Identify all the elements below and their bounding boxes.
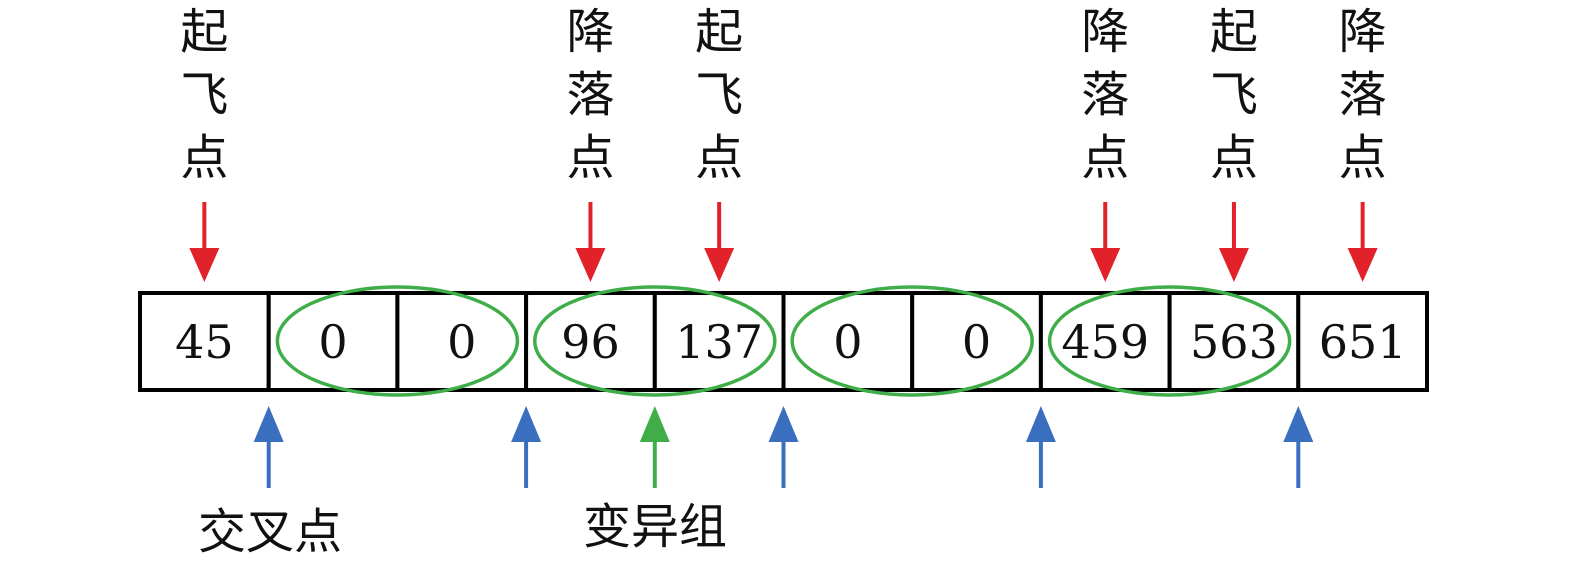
top-label-char: 飞 [695, 67, 743, 123]
top-label-char: 点 [1210, 130, 1258, 186]
gene-cells: 45 0 0 96 137 0 0 459 563 651 [138, 291, 1430, 392]
top-point-label: 起飞点 [180, 4, 228, 186]
crossover-arrow [768, 406, 799, 488]
top-down-arrow [704, 202, 735, 282]
top-label-char: 落 [566, 67, 614, 123]
gene-cell-box [1296, 291, 1430, 392]
gene-cell: 45 [138, 291, 271, 392]
gene-cell: 137 [652, 291, 786, 392]
gene-cell: 96 [524, 291, 657, 392]
mutation-group-ellipse [790, 285, 1034, 397]
top-label-char: 点 [695, 130, 743, 186]
gene-cell-box [524, 291, 657, 392]
top-down-arrow [189, 202, 220, 282]
gene-cell: 0 [910, 291, 1043, 392]
top-point-label: 降落点 [566, 4, 614, 186]
mutation-group-ellipse [275, 285, 520, 397]
gene-value: 0 [962, 315, 991, 369]
gene-value: 0 [318, 315, 347, 369]
gene-value: 651 [1319, 315, 1407, 369]
top-label-char: 点 [1339, 130, 1387, 186]
top-label-char: 落 [1339, 67, 1387, 123]
top-label-char: 点 [1081, 130, 1129, 186]
gene-cell: 0 [395, 291, 529, 392]
top-label-char: 降 [566, 4, 614, 60]
gene-value: 45 [175, 315, 234, 369]
gene-cell-box [652, 291, 786, 392]
gene-cell-box [1038, 291, 1172, 392]
gene-value: 0 [833, 315, 862, 369]
crossover-arrow [1025, 406, 1056, 488]
top-label-char: 起 [1210, 4, 1258, 60]
top-down-arrow [1347, 202, 1378, 282]
top-down-arrow [1218, 202, 1249, 282]
top-label-char: 飞 [180, 67, 228, 123]
top-point-label: 起飞点 [1210, 4, 1258, 186]
gene-value: 563 [1190, 315, 1278, 369]
gene-value: 0 [447, 315, 476, 369]
top-down-arrow [1090, 202, 1121, 282]
gene-value: 96 [561, 315, 620, 369]
crossover-arrow [1283, 406, 1314, 488]
top-down-arrow [575, 202, 606, 282]
mutation-group-label: 变异组 [583, 499, 727, 555]
top-label-char: 点 [566, 130, 614, 186]
top-point-label: 起飞点 [695, 4, 743, 186]
top-point-label: 降落点 [1339, 4, 1387, 186]
top-label-char: 飞 [1210, 67, 1258, 123]
bottom-arrows [253, 406, 1314, 488]
top-label-char: 起 [180, 4, 228, 60]
mutation-group-ellipse [1047, 285, 1292, 397]
mutation-arrow [639, 406, 670, 488]
top-label-char: 起 [695, 4, 743, 60]
crossover-arrow [511, 406, 542, 488]
mutation-group-ellipses [275, 285, 1292, 397]
mutation-group-ellipse [533, 285, 777, 397]
gene-value: 137 [675, 315, 763, 369]
top-label-char: 点 [180, 130, 228, 186]
gene-cell-box [781, 291, 915, 392]
crossover-arrow [253, 406, 284, 488]
gene-cell: 0 [781, 291, 915, 392]
gene-cell: 651 [1296, 291, 1430, 392]
gene-value: 459 [1061, 315, 1149, 369]
top-label-char: 降 [1339, 4, 1387, 60]
gene-cell: 0 [266, 291, 400, 392]
crossover-point-label: 交叉点 [198, 504, 342, 560]
gene-cell-box [138, 291, 271, 392]
gene-cell: 563 [1167, 291, 1301, 392]
gene-cell: 459 [1038, 291, 1172, 392]
gene-cell-box [910, 291, 1043, 392]
gene-cell-box [1167, 291, 1301, 392]
top-arrows [189, 202, 1378, 282]
top-label-char: 落 [1081, 67, 1129, 123]
top-label-char: 降 [1081, 4, 1129, 60]
top-point-label: 降落点 [1081, 4, 1129, 186]
